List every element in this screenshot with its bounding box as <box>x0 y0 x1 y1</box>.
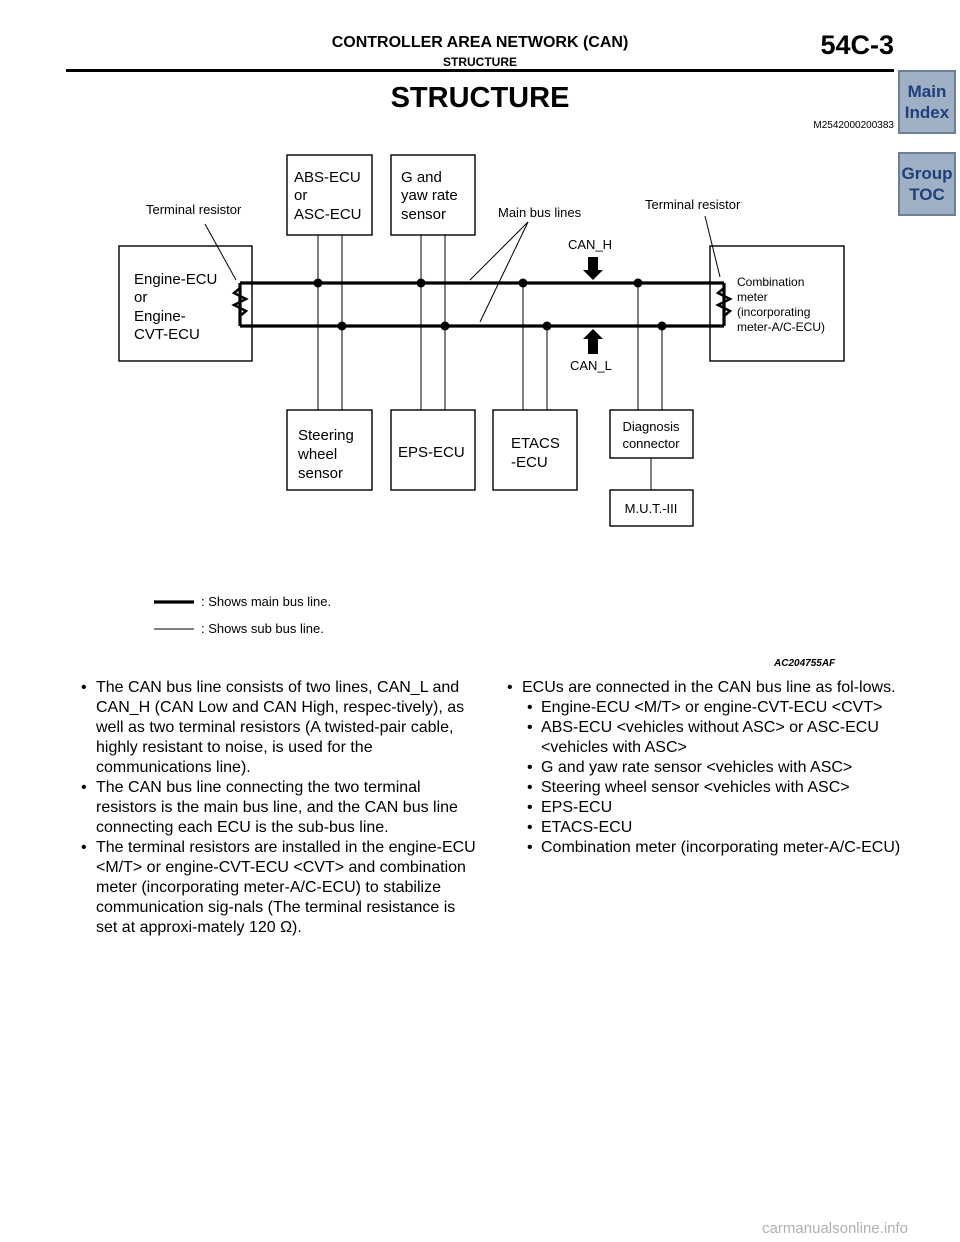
ecu-list-item: ABS-ECU <vehicles without ASC> or ASC-EC… <box>522 718 902 758</box>
abs-ecu-label-2: or <box>294 187 307 204</box>
legend-sub-label: : Shows sub bus line. <box>201 621 324 636</box>
g-yaw-sensor-box <box>390 154 476 236</box>
right-bullet-intro: ECUs are connected in the CAN bus line a… <box>502 678 902 858</box>
mut-iii-label: M.U.T.-III <box>625 501 678 516</box>
group-toc-label-2: TOC <box>909 185 945 204</box>
main-index-button[interactable]: Main Index <box>898 70 956 134</box>
combination-meter-label-1: Combination <box>737 275 804 289</box>
section-subtitle: STRUCTURE <box>443 55 517 69</box>
engine-ecu-box <box>118 245 253 362</box>
ecu-list-item: Engine-ECU <M/T> or engine-CVT-ECU <CVT> <box>522 698 902 718</box>
etacs-label-2: -ECU <box>511 454 548 471</box>
engine-ecu-label-3: Engine- <box>134 308 186 325</box>
engine-ecu-label-2: or <box>134 289 147 306</box>
ecu-list-item: Combination meter (incorporating meter-A… <box>522 838 902 858</box>
right-intro-text: ECUs are connected in the CAN bus line a… <box>522 679 896 696</box>
eps-ecu-box <box>390 409 476 491</box>
abs-ecu-label-3: ASC-ECU <box>294 206 362 223</box>
left-bullet-3: The terminal resistors are installed in … <box>76 838 476 938</box>
figure-id: AC204755AF <box>774 658 836 669</box>
main-index-label-1: Main <box>907 82 947 101</box>
terminal-resistor-left <box>231 287 249 317</box>
etacs-label-1: ETACS <box>511 435 560 452</box>
left-text-column: The CAN bus line consists of two lines, … <box>76 678 476 938</box>
ecu-list-item: ETACS-ECU <box>522 818 902 838</box>
terminal-resistor-right <box>715 287 733 317</box>
ecu-list-item: EPS-ECU <box>522 798 902 818</box>
can-l-label: CAN_L <box>570 358 612 373</box>
steering-label-2: wheel <box>297 446 337 463</box>
eps-ecu-label: EPS-ECU <box>398 444 465 461</box>
page-title: STRUCTURE <box>390 82 570 114</box>
combination-meter-box <box>709 245 845 362</box>
terminal-resistor-left-label: Terminal resistor <box>146 202 242 217</box>
diagnosis-label-2: connector <box>622 436 680 451</box>
main-bus-lines <box>238 281 726 328</box>
header-rule <box>66 69 894 72</box>
combination-meter-label-3: (incorporating <box>737 305 810 319</box>
ecu-list-item: Steering wheel sensor <vehicles with ASC… <box>522 778 902 798</box>
steering-label-3: sensor <box>298 465 343 482</box>
document-id: M2542000200383 <box>813 120 894 131</box>
group-toc-label-1: Group <box>901 164 953 183</box>
main-bus-lines-label: Main bus lines <box>498 205 582 220</box>
g-yaw-label-3: sensor <box>401 206 446 223</box>
page-code: 54C-3 <box>820 30 894 60</box>
engine-ecu-label-1: Engine-ECU <box>134 271 217 288</box>
combination-meter-label-4: meter-A/C-ECU) <box>737 320 825 334</box>
steering-label-1: Steering <box>298 427 354 444</box>
right-text-column: ECUs are connected in the CAN bus line a… <box>502 678 902 858</box>
can-structure-diagram: Engine-ECU or Engine- CVT-ECU ABS-ECU or… <box>118 154 845 636</box>
steering-sensor-box <box>286 409 373 491</box>
ecu-list-item: G and yaw rate sensor <vehicles with ASC… <box>522 758 902 778</box>
can-l-arrow <box>583 329 603 354</box>
g-yaw-label-2: yaw rate <box>401 187 458 204</box>
can-h-label: CAN_H <box>568 237 612 252</box>
main-index-label-2: Index <box>904 103 950 122</box>
leader-lines <box>204 215 721 323</box>
terminal-resistor-right-label: Terminal resistor <box>645 197 741 212</box>
abs-ecu-box <box>286 154 373 236</box>
engine-ecu-label-4: CVT-ECU <box>134 326 200 343</box>
left-bullet-2: The CAN bus line connecting the two term… <box>76 778 476 838</box>
legend-main-label: : Shows main bus line. <box>201 594 331 609</box>
group-toc-button[interactable]: Group TOC <box>898 152 956 216</box>
footer-watermark[interactable]: carmanualsonline.info <box>762 1220 908 1237</box>
diagnosis-label-1: Diagnosis <box>622 419 680 434</box>
junction-dots <box>313 278 667 331</box>
left-bullet-1: The CAN bus line consists of two lines, … <box>76 678 476 778</box>
g-yaw-label-1: G and <box>401 169 442 186</box>
can-h-arrow <box>583 257 603 280</box>
combination-meter-label-2: meter <box>737 290 768 304</box>
abs-ecu-label-1: ABS-ECU <box>294 169 361 186</box>
section-title: CONTROLLER AREA NETWORK (CAN) <box>331 34 629 51</box>
etacs-ecu-box <box>492 409 578 491</box>
